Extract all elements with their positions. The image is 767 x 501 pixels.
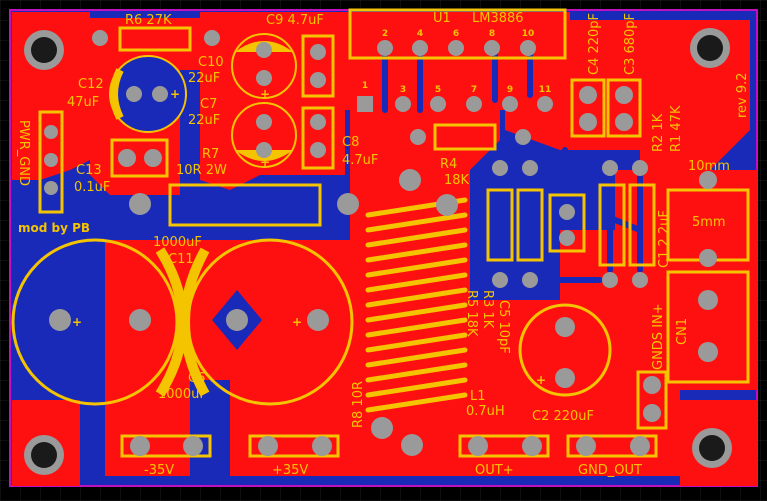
resistor-r4-outline	[433, 123, 497, 151]
label-c13-value: 0.1uF	[74, 180, 110, 195]
terminal-outp-outline	[458, 434, 550, 458]
u1-pin-10: 10	[522, 29, 535, 39]
label-u1-ref: U1	[433, 11, 451, 26]
label-pos35v: +35V	[272, 463, 308, 478]
label-c8-ref: C8	[342, 135, 359, 150]
label-r4-value: 18K	[444, 173, 470, 188]
header-gnds-outline	[636, 370, 668, 430]
plus-mark-c7: +	[260, 155, 270, 169]
label-c2: C2 220uF	[532, 409, 594, 424]
label-c4: C4 220pF	[587, 13, 602, 75]
label-r6: R6 27K	[125, 13, 172, 28]
capacitor-c8-outline	[301, 106, 335, 170]
capacitor-c4-outline	[570, 78, 606, 138]
u1-pin-5: 5	[435, 85, 441, 95]
capacitor-c5-outline	[548, 193, 586, 253]
label-r1: R1 47K	[669, 105, 684, 152]
label-out-plus: OUT+	[475, 463, 514, 478]
capacitor-c12	[109, 55, 187, 133]
terminal-neg35-outline	[120, 434, 212, 458]
label-cn1: CN1	[675, 318, 690, 345]
label-c5: C5 10pF	[496, 300, 511, 354]
u1-pin-9: 9	[507, 85, 513, 95]
connector-cn1-outline	[666, 270, 750, 384]
label-c7-value: 22uF	[188, 113, 220, 128]
mounting-holes	[16, 20, 740, 483]
plus-mark-c2: +	[536, 373, 546, 387]
label-r7-ref: R7	[202, 147, 219, 162]
header-pwr-gnd-outline	[38, 110, 64, 214]
label-l1-ref: L1	[470, 389, 486, 404]
capacitor-c2	[518, 303, 612, 397]
u1-pin-2: 2	[382, 29, 388, 39]
label-c7-ref: C7	[200, 97, 217, 112]
resistor-r6-outline	[118, 26, 192, 52]
plus-mark-c11: +	[72, 315, 82, 329]
ic-u1-pin-numbers: 1 2 3 4 5 6 7 8 9 10 11	[362, 29, 551, 95]
label-c8-value: 4.7uF	[342, 153, 378, 168]
plus-mark-c10: +	[260, 87, 270, 101]
label-c3: C3 680pF	[623, 13, 638, 75]
label-c11-ref: C11	[168, 252, 194, 267]
label-c9: C9 4.7uF	[266, 13, 324, 28]
resistor-r3-outline	[516, 188, 544, 262]
label-neg35v: -35V	[144, 463, 174, 478]
label-u1-value: LM3886	[472, 11, 524, 26]
label-c12-value: 47uF	[67, 95, 99, 110]
capacitor-c3-outline	[606, 78, 642, 138]
label-c6-ref: C6	[188, 371, 205, 386]
label-r3: R3 1K	[480, 290, 495, 329]
label-r2: R2 1K	[651, 113, 666, 152]
plus-mark-c6: +	[292, 315, 302, 329]
capacitor-c13-outline	[110, 138, 169, 178]
label-c11-value: 1000uF	[153, 235, 202, 250]
resistor-r5-outline	[486, 188, 514, 262]
capacitor-c10	[231, 33, 297, 99]
u1-pin-8: 8	[489, 29, 495, 39]
label-c6-value: 1000uF	[158, 387, 207, 402]
ic-u1-outline	[348, 8, 567, 60]
resistor-r7-outline	[168, 183, 322, 227]
plus-mark-c12: +	[170, 87, 180, 101]
terminal-pos35-outline	[248, 434, 340, 458]
terminal-gndout-outline	[566, 434, 658, 458]
label-gnd-out: GND_OUT	[578, 463, 642, 478]
u1-pin-3: 3	[400, 85, 406, 95]
inductor-l1-coil	[365, 197, 468, 413]
label-gnds-in: GNDS IN+	[651, 303, 666, 370]
label-pwr-gnd: PWR_GND	[16, 120, 31, 186]
label-dim-10mm: 10mm	[688, 159, 730, 174]
u1-pin-11: 11	[539, 85, 552, 95]
label-c13-ref: C13	[76, 163, 102, 178]
u1-pin-4: 4	[417, 29, 423, 39]
u1-pin-6: 6	[453, 29, 459, 39]
label-r7-value: 10R 2W	[176, 163, 227, 178]
label-c1: C1 2.2uF	[657, 210, 672, 268]
ic-u1-pads	[357, 40, 553, 112]
label-r4-ref: R4	[440, 157, 457, 172]
label-c12-ref: C12	[78, 77, 104, 92]
label-r8: R8 10R	[351, 381, 366, 428]
label-l1-value: 0.7uH	[466, 404, 505, 419]
label-mod-by: mod by PB	[18, 221, 90, 235]
u1-pin-1: 1	[362, 81, 368, 91]
capacitor-c7	[231, 102, 297, 168]
label-rev: rev 9.2	[735, 72, 750, 118]
label-c10-ref: C10	[198, 55, 224, 70]
label-dim-5mm: 5mm	[692, 215, 726, 230]
silkscreen-labels: R6 27K C9 4.7uF U1 LM3886 C12 47uF C10 2…	[16, 11, 750, 478]
capacitor-c9-outline	[301, 34, 335, 98]
resistor-r1-outline	[628, 183, 656, 267]
u1-pin-7: 7	[471, 85, 477, 95]
through-hole-pads	[44, 30, 718, 456]
label-r5: R5 18K	[464, 290, 479, 337]
capacitor-c6	[180, 238, 354, 406]
resistor-r2-outline	[598, 183, 626, 267]
label-c10-value: 22uF	[188, 71, 220, 86]
